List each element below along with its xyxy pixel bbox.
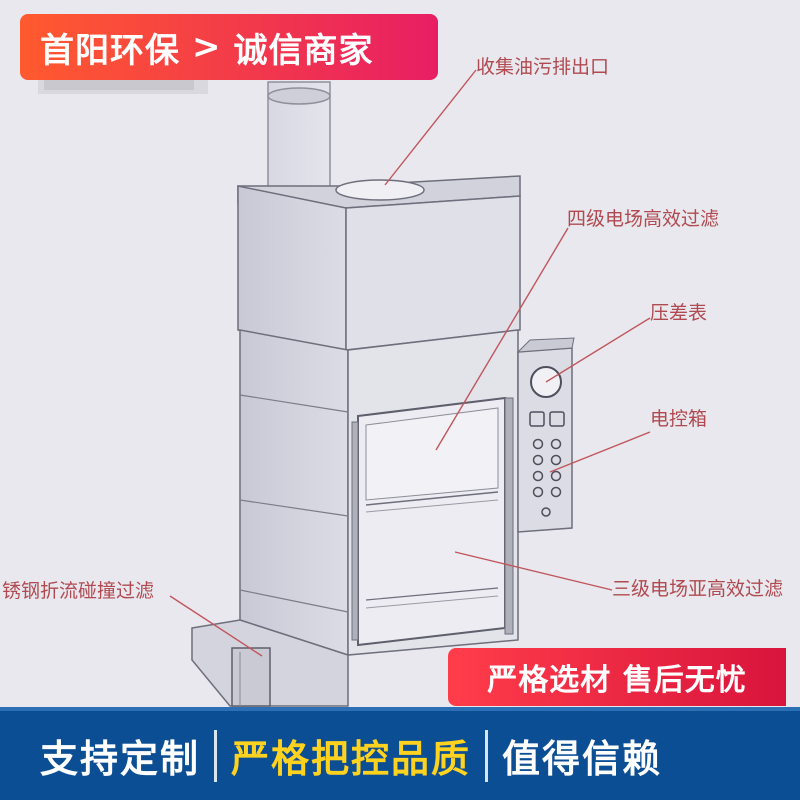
promo-badge: 严格选材 售后无忧 <box>448 648 786 706</box>
slogan-bar: 支持定制 严格把控品质 值得信赖 <box>0 707 800 800</box>
slogan-trustworthy: 值得信赖 <box>502 737 663 781</box>
slogan-quality: 严格把控品质 <box>231 737 472 781</box>
slogan-divider <box>485 729 489 782</box>
callout-four-stage-filter: 四级电场高效过滤 <box>567 208 720 230</box>
callout-leaders <box>169 69 651 657</box>
callout-baffle-filter: 锈钢折流碰撞过滤 <box>2 580 155 602</box>
callout-three-stage-filter: 三级电场亚高效过滤 <box>612 578 784 600</box>
callout-oil-outlet: 收集油污排出口 <box>476 56 610 78</box>
callout-control-box: 电控箱 <box>650 408 708 430</box>
slogan-divider <box>214 729 218 782</box>
brand-badge: 首阳环保 > 诚信商家 <box>20 14 438 80</box>
callout-pressure-gauge: 压差表 <box>650 302 708 324</box>
brand-separator: > <box>192 27 222 67</box>
brand-name: 首阳环保 <box>40 30 180 71</box>
control-box <box>516 337 575 533</box>
filter-door <box>351 396 514 647</box>
top-hood <box>237 175 521 351</box>
slogan-customizable: 支持定制 <box>40 737 201 781</box>
trust-tag: 诚信商家 <box>233 30 374 71</box>
